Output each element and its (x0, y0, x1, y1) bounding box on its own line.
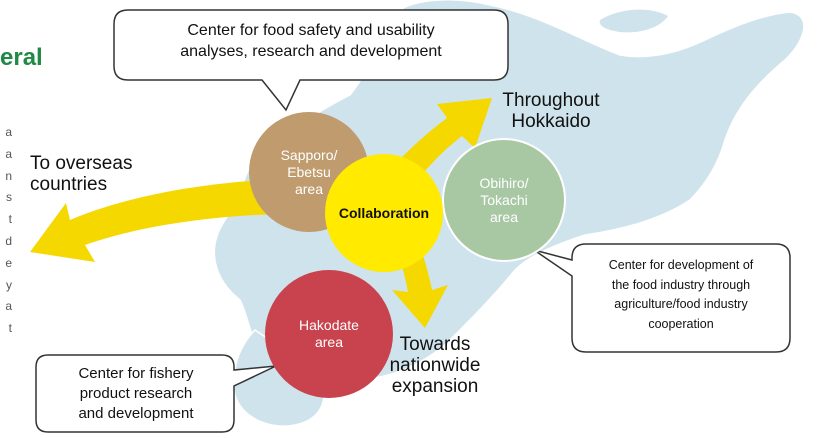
paragraph-char: e (5, 255, 12, 270)
paragraph-char: n (5, 168, 12, 183)
hakodate-callout-text: Center for fishery product research and … (78, 365, 194, 422)
paragraph-char: a (5, 125, 12, 139)
paragraph-char: t (8, 321, 12, 336)
collaboration-hub: Collaboration (325, 154, 443, 272)
nationwide-label: Towards nationwide expansion (389, 334, 481, 397)
sapporo-callout-text: Center for food safety and usability ana… (180, 22, 442, 60)
paragraph-char: a (5, 299, 12, 314)
hakodate-area: Hakodate area (265, 270, 393, 398)
paragraph-char: a (5, 146, 12, 161)
obihiro-callout-bubble (533, 243, 791, 353)
paragraph-char: s (6, 190, 12, 205)
paragraph-char: d (5, 233, 12, 248)
hakodate-callout-bubble (35, 354, 277, 433)
paragraph-char: y (6, 277, 12, 292)
island-shape (599, 9, 668, 33)
overseas-label: To overseas countries (30, 153, 133, 195)
section-heading: eral (0, 44, 43, 71)
sapporo-callout-bubble (113, 9, 509, 112)
obihiro-callout-text: Center for development of the food indus… (608, 258, 754, 331)
hokkaido-label: Throughout Hokkaido (502, 90, 600, 132)
obihiro-tokachi-area: Obihiro/ Tokachi area (442, 138, 566, 262)
cropped-paragraph-edge: a a n s t d e y a t (0, 122, 12, 340)
paragraph-char: t (8, 212, 12, 227)
island-shape (686, 58, 740, 79)
